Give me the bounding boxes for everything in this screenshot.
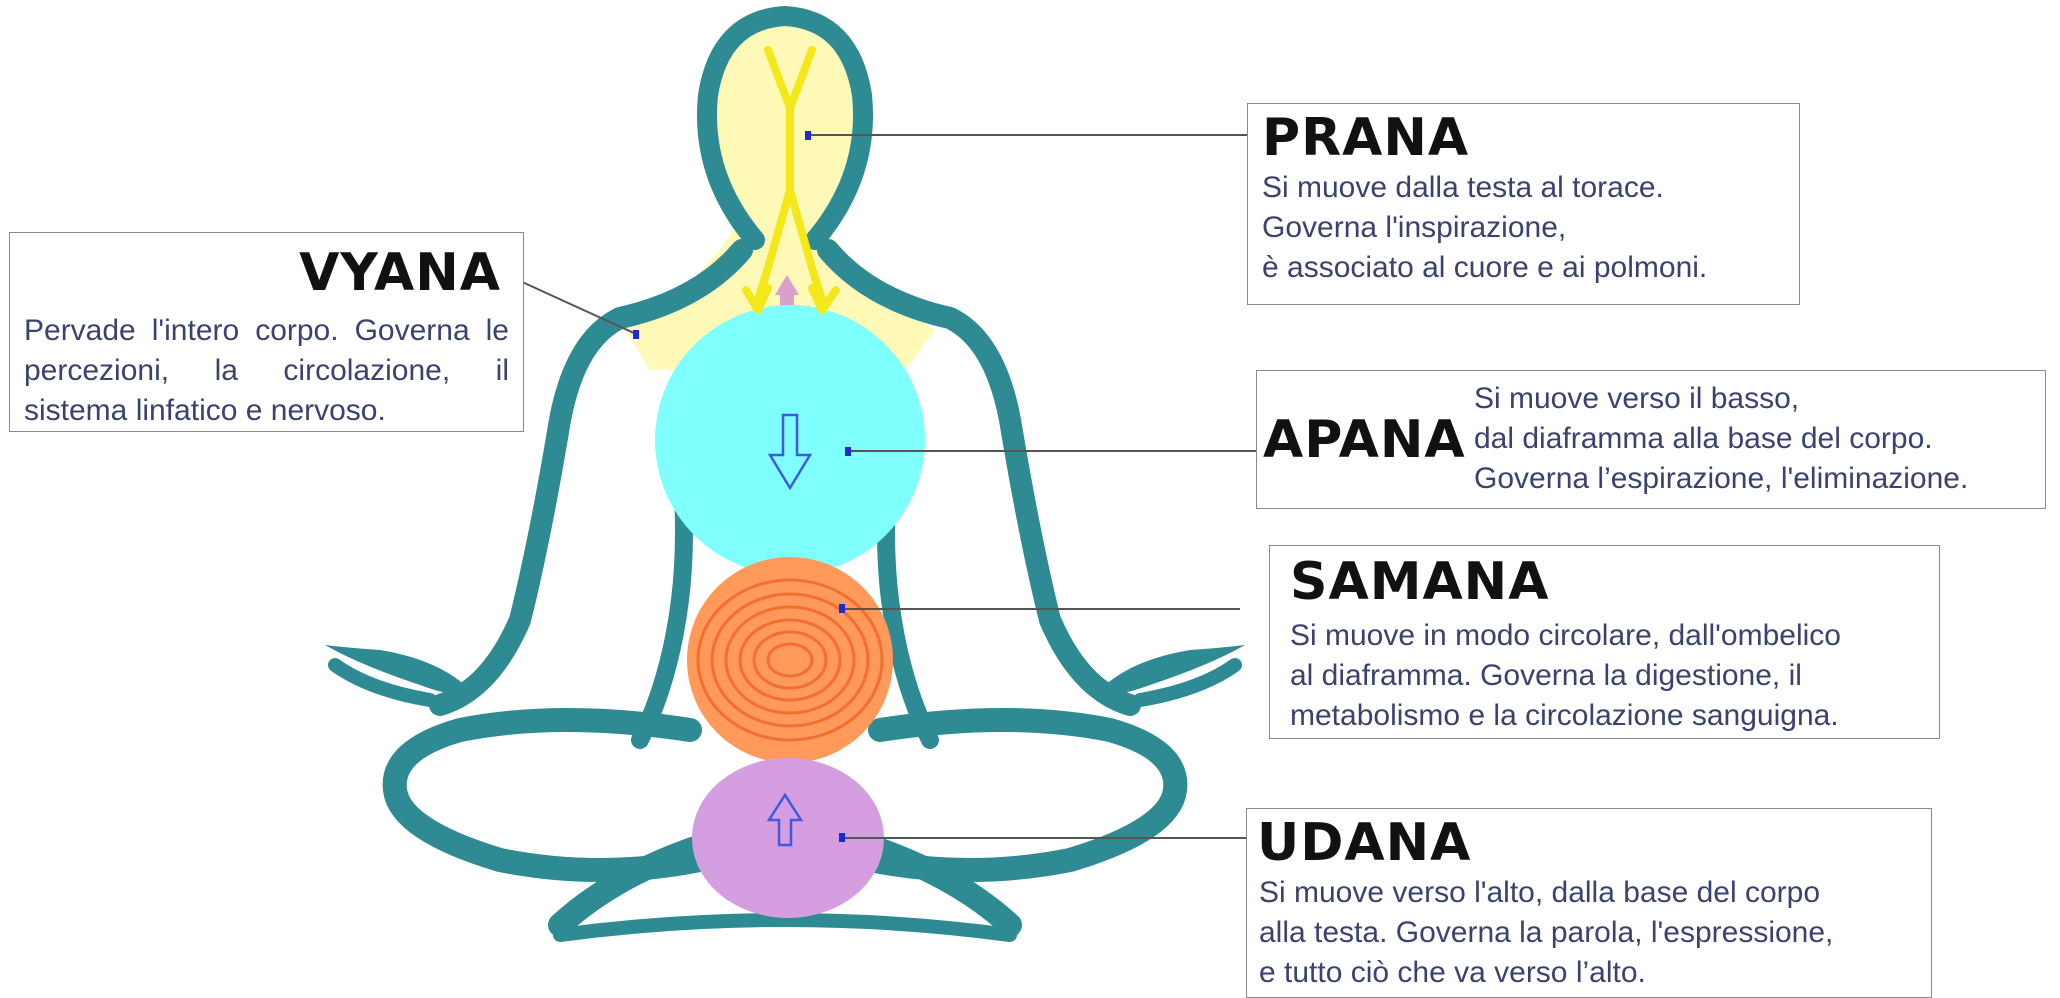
prana-title: PRANA <box>1262 108 1470 168</box>
right-hand <box>1100 645 1245 694</box>
left-leg-outline <box>382 708 712 882</box>
udana-line-1: Si muove verso l'alto, dalla base del co… <box>1259 876 1821 909</box>
vyana-title: VYANA <box>299 243 501 303</box>
prana-line-1: Si muove dalla testa al torace. <box>1262 171 1664 204</box>
apana-line-3: Governa l’espirazione, l'eliminazione. <box>1474 462 1969 495</box>
navel-spiral-rings <box>696 578 884 742</box>
right-hand-thumb <box>1133 658 1242 707</box>
prana-arrows <box>742 46 840 314</box>
left-hand <box>325 645 470 694</box>
udana-description: Si muove verso l'alto, dalla base del co… <box>1259 873 1833 993</box>
anchor-dots <box>633 131 851 842</box>
prana-line-2: Governa l'inspirazione, <box>1262 211 1567 244</box>
udana-line-2: alla testa. Governa la parola, l'espress… <box>1259 916 1834 949</box>
base-circle <box>692 758 884 918</box>
vyana-description: Pervade l'intero corpo. Governa le perce… <box>24 311 509 431</box>
samana-line-3: metabolismo e la circolazione sanguigna. <box>1290 699 1839 732</box>
udana-title: UDANA <box>1257 813 1472 873</box>
vyana-line: Pervade l'intero corpo. Governa le perce… <box>24 314 509 427</box>
vyana-label-box: VYANA Pervade l'intero corpo. Governa le… <box>9 232 524 432</box>
apana-line-2: dal diaframma alla base del corpo. <box>1474 422 1933 455</box>
left-hand-thumb <box>328 658 437 707</box>
up-arrow-icon <box>766 792 804 847</box>
prana-line-3: è associato al cuore e ai polmoni. <box>1262 251 1708 284</box>
right-leg-outline <box>858 708 1188 882</box>
chest-circle <box>655 305 925 575</box>
down-arrow-icon <box>767 413 813 491</box>
prana-label-box: PRANA Si muove dalla testa al torace. Go… <box>1247 103 1800 305</box>
samana-label-box: SAMANA Si muove in modo circolare, dall'… <box>1269 545 1940 739</box>
apana-description: Si muove verso il basso, dal diaframma a… <box>1474 379 1968 499</box>
navel-circle <box>687 557 893 763</box>
udana-label-box: UDANA Si muove verso l'alto, dalla base … <box>1246 808 1932 998</box>
head-fill <box>707 10 863 240</box>
right-arm-outline <box>817 239 1141 716</box>
apana-title: APANA <box>1263 410 1466 470</box>
samana-title: SAMANA <box>1290 552 1550 612</box>
head-outline <box>697 5 873 250</box>
left-arm-outline <box>429 239 753 716</box>
prana-description: Si muove dalla testa al torace. Governa … <box>1262 168 1707 288</box>
samana-line-2: al diaframma. Governa la digestione, il <box>1290 659 1802 692</box>
base-line <box>553 913 1017 942</box>
samana-line-1: Si muove in modo circolare, dall'ombelic… <box>1290 619 1841 652</box>
apana-label-box: APANA Si muove verso il basso, dal diafr… <box>1256 370 2046 509</box>
leader-lines <box>519 134 1256 839</box>
apana-line-1: Si muove verso il basso, <box>1474 382 1800 415</box>
udana-line-3: e tutto ciò che va verso l’alto. <box>1259 956 1646 989</box>
samana-description: Si muove in modo circolare, dall'ombelic… <box>1290 616 1841 736</box>
connector-neck-arrowhead <box>775 275 799 295</box>
